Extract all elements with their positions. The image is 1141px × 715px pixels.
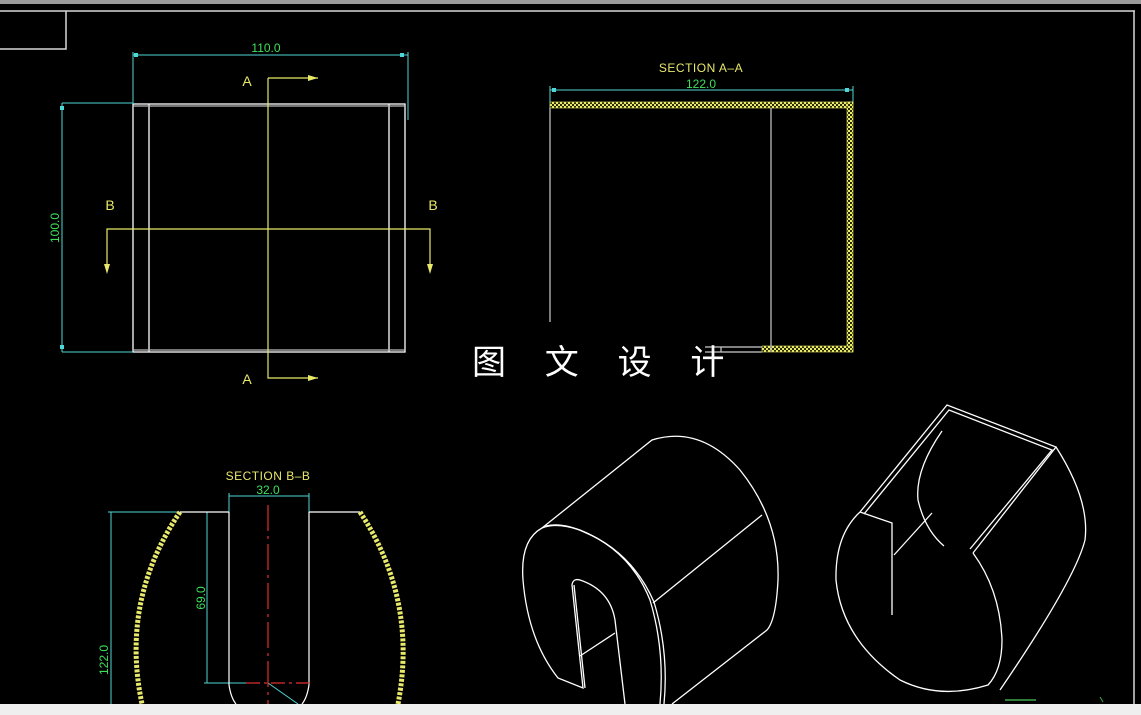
section-label-a-bottom: A xyxy=(242,371,252,387)
centerline xyxy=(246,505,312,704)
dim-width-122: 122.0 xyxy=(686,77,716,91)
section-label-b-right: B xyxy=(428,197,437,213)
dim-height-100: 100.0 xyxy=(48,213,62,243)
section-a-a-view: SECTION A–A 122.0 xyxy=(549,61,854,353)
status-marker xyxy=(1005,696,1104,703)
dim-width-110: 110.0 xyxy=(251,41,280,55)
section-b-b-view: SECTION B–B 32.0 69.0 122.0 xyxy=(97,469,406,705)
window-bottom-border xyxy=(0,704,1141,715)
window-top-border xyxy=(0,0,1141,4)
section-b-b-title: SECTION B–B xyxy=(226,469,311,483)
iso-view-right xyxy=(835,404,1087,693)
section-a-a-title: SECTION A–A xyxy=(659,61,743,75)
top-view: 110.0 100.0 A A B B xyxy=(48,41,438,387)
dim-slot-depth-69: 69.0 xyxy=(194,586,208,610)
section-label-a-top: A xyxy=(242,73,252,89)
drawing-frame xyxy=(0,10,1135,704)
iso-view-left xyxy=(521,435,779,705)
dimension-lines xyxy=(61,52,409,353)
section-cut-lines xyxy=(106,77,431,379)
section-arrows xyxy=(104,75,433,381)
section-label-b-left: B xyxy=(105,197,114,213)
watermark-text: 图 文 设 计 xyxy=(472,343,738,383)
dim-slot-width-32: 32.0 xyxy=(256,483,280,497)
dim-height-122: 122.0 xyxy=(97,645,111,675)
